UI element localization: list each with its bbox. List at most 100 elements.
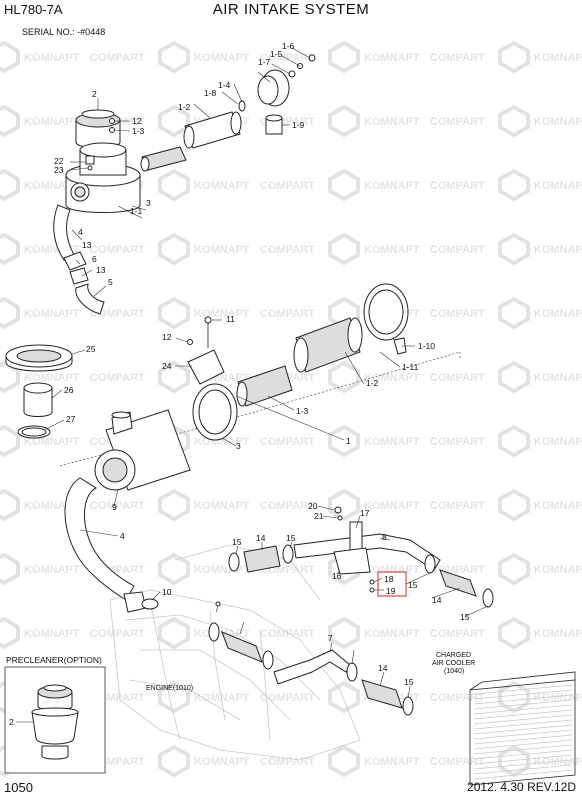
highlight-box	[377, 571, 407, 597]
cooler-fin	[473, 719, 573, 730]
precleaner-option-box	[4, 666, 106, 774]
callout-5: 5	[108, 277, 113, 287]
watermark-icon	[328, 168, 360, 202]
cooler-fin	[473, 684, 573, 695]
watermark-text: KOMNAPT	[194, 244, 250, 256]
watermark-text: COMPART	[260, 308, 315, 320]
callout-13-a: 13	[82, 240, 92, 250]
watermark-icon	[328, 488, 360, 522]
intercooler-piping	[208, 506, 494, 716]
watermark-icon	[0, 424, 20, 458]
watermark-text: KOMNAPT	[534, 244, 582, 256]
callout-25: 25	[86, 344, 96, 354]
watermark-icon	[158, 232, 190, 266]
callout-15-d: 15	[460, 612, 470, 622]
watermark-icon	[498, 424, 530, 458]
callout-12-lower: 12	[162, 332, 172, 342]
watermark-text: COMPART	[260, 628, 315, 640]
watermark-text: KOMNAPT	[364, 500, 420, 512]
callout-1-3-lower: 1-3	[296, 406, 309, 416]
watermark-text: KOMNAPT	[194, 180, 250, 192]
note-air-cooler: AIR COOLER	[432, 660, 475, 667]
callout-4-upper: 4	[78, 227, 83, 237]
watermark-icon	[498, 552, 530, 586]
cooler-fin	[473, 764, 573, 775]
callout-1-lower: 1	[346, 436, 351, 446]
watermark-text: KOMNAPT	[24, 308, 80, 320]
watermark-text: KOMNAPT	[534, 628, 582, 640]
watermark-text: KOMNAPT	[194, 756, 250, 768]
watermark-icon	[158, 552, 190, 586]
watermark-text: KOMNAPT	[534, 116, 582, 128]
watermark-icon	[498, 680, 530, 714]
watermark-text: COMPART	[430, 436, 485, 448]
note-charged: CHARGED	[436, 652, 471, 659]
cooler-fin	[473, 754, 573, 765]
watermark-icon	[158, 680, 190, 714]
watermark-text: COMPART	[430, 52, 485, 64]
callout-4-lower: 4	[120, 531, 125, 541]
watermark-text: KOMNAPT	[364, 372, 420, 384]
watermark-icon	[498, 168, 530, 202]
callout-8: 8	[382, 532, 387, 542]
cooler-fin	[473, 759, 573, 770]
cooler-fin	[473, 739, 573, 750]
callout-1-2-lower: 1-2	[366, 378, 379, 388]
callout-1-10: 1-10	[418, 341, 435, 351]
watermark-text: COMPART	[430, 372, 485, 384]
watermark-text: COMPART	[260, 692, 315, 704]
main-air-cleaner	[5, 283, 409, 613]
watermark-text: COMPART	[430, 180, 485, 192]
watermark-icon	[158, 296, 190, 330]
watermark-text: KOMNAPT	[24, 52, 80, 64]
callout-1-4: 1-4	[218, 80, 231, 90]
watermark-text: KOMNAPT	[24, 564, 80, 576]
watermark-icon	[0, 104, 20, 138]
callout-27: 27	[66, 414, 76, 424]
watermark-text: KOMNAPT	[24, 436, 80, 448]
watermark-text: COMPART	[90, 500, 145, 512]
callout-24: 24	[162, 361, 172, 371]
callout-2-upper: 2	[92, 89, 97, 99]
upper-air-cleaner	[53, 54, 316, 315]
watermark-text: KOMNAPT	[364, 436, 420, 448]
callout-1-3-upper: 1-3	[132, 126, 145, 136]
watermark-icon	[158, 744, 190, 778]
watermark-text: COMPART	[430, 756, 485, 768]
watermark-text: KOMNAPT	[534, 308, 582, 320]
callout-13-b: 13	[96, 265, 106, 275]
cooler-fin	[473, 714, 573, 725]
callout-2-precleaner: 2	[9, 717, 14, 727]
watermark-text: COMPART	[430, 628, 485, 640]
watermark-icon	[498, 40, 530, 74]
watermark-text: COMPART	[90, 628, 145, 640]
cooler-fin	[473, 694, 573, 705]
callout-20: 20	[308, 501, 318, 511]
model-number: HL780-7A	[4, 2, 63, 17]
watermark-icon	[0, 296, 20, 330]
watermark-icon	[0, 616, 20, 650]
watermark-icon	[328, 360, 360, 394]
watermark-text: COMPART	[430, 308, 485, 320]
callout-labels: 1-6 1-5 1-7 1-4 1-8 1-2 1-9 2 12 1-3 22 …	[6, 41, 475, 727]
callout-23: 23	[54, 165, 64, 175]
callout-1-2-upper: 1-2	[178, 102, 191, 112]
watermark-icon	[0, 360, 20, 394]
callout-7: 7	[328, 633, 333, 643]
page-title: AIR INTAKE SYSTEM	[212, 1, 370, 18]
cooler-fin	[473, 689, 573, 700]
callout-1-6: 1-6	[282, 41, 295, 51]
callout-1-5: 1-5	[270, 49, 283, 59]
watermark-text: KOMNAPT	[24, 628, 80, 640]
cooler-fin	[473, 769, 573, 780]
callout-6: 6	[92, 254, 97, 264]
watermark-icon	[158, 488, 190, 522]
watermark-text: COMPART	[260, 180, 315, 192]
callout-15-e: 15	[404, 677, 414, 687]
watermark-icon	[158, 360, 190, 394]
callout-3-lower: 3	[236, 441, 241, 451]
watermark-icon	[498, 488, 530, 522]
watermark-text: KOMNAPT	[534, 564, 582, 576]
callout-3-upper: 3	[146, 198, 151, 208]
